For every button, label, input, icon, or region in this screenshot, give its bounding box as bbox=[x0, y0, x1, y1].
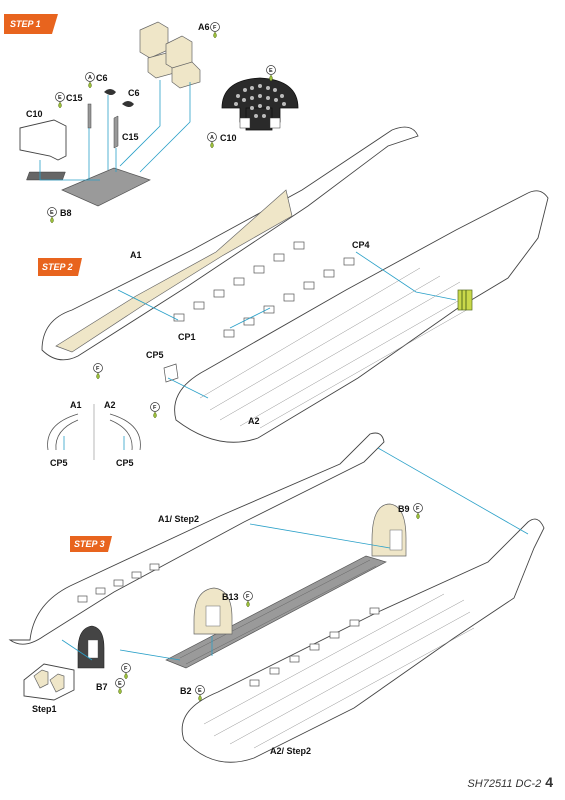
paint-code-f-a1: F bbox=[93, 363, 103, 380]
fuselage-half-a2 bbox=[174, 190, 549, 443]
label-b2: B2 bbox=[180, 686, 192, 696]
paint-code-f-b13: F bbox=[243, 591, 253, 608]
paint-code-e-b8: E bbox=[47, 207, 57, 224]
label-a2-detail: A2 bbox=[104, 400, 116, 410]
svg-text:E: E bbox=[198, 688, 202, 694]
svg-text:A: A bbox=[210, 135, 214, 141]
paint-code-e-panel: E bbox=[266, 65, 276, 82]
seat-a6 bbox=[139, 21, 201, 89]
part-b2-floor bbox=[165, 555, 387, 669]
paint-code-f-b9: F bbox=[413, 503, 423, 520]
step-1-banner bbox=[4, 14, 58, 34]
step-1-leaders bbox=[39, 80, 191, 181]
label-c15-a: C15 bbox=[66, 93, 83, 103]
label-cp5-a: CP5 bbox=[50, 458, 68, 468]
detail-a1-window: A1 CP5 bbox=[47, 400, 82, 468]
label-a2-step2: A2/ Step2 bbox=[270, 746, 311, 756]
label-c6-a: C6 bbox=[96, 73, 108, 83]
paint-striped-swatch bbox=[457, 289, 473, 311]
detail-a2-window: A2 CP5 bbox=[104, 400, 141, 468]
paint-code-a-c10: A bbox=[207, 132, 217, 149]
svg-text:F: F bbox=[96, 366, 100, 372]
step-3-section: STEP 3 A1/ Step2 B2 E B13 F bbox=[8, 432, 545, 763]
label-a1: A1 bbox=[130, 250, 142, 260]
label-c6-b: C6 bbox=[128, 88, 140, 98]
svg-text:E: E bbox=[58, 95, 62, 101]
label-step1-ref: Step1 bbox=[32, 704, 57, 714]
svg-text:F: F bbox=[213, 25, 217, 31]
step-2-section: STEP 2 A1 CP1 F bbox=[38, 126, 549, 468]
fuselage-a2-step2 bbox=[181, 518, 545, 763]
step-3-label: STEP 3 bbox=[74, 539, 105, 549]
step-3-leaders bbox=[61, 447, 529, 661]
part-c15-b bbox=[113, 115, 119, 149]
label-a2: A2 bbox=[248, 416, 260, 426]
a2-step2-windows bbox=[249, 607, 380, 687]
a2-step2-panel-lines bbox=[203, 593, 475, 749]
label-b7: B7 bbox=[96, 682, 108, 692]
svg-text:F: F bbox=[124, 666, 128, 672]
step-1-label: STEP 1 bbox=[10, 19, 41, 29]
svg-text:E: E bbox=[269, 68, 273, 74]
step-2-banner bbox=[38, 258, 82, 276]
paint-code-e-b7: E bbox=[115, 678, 125, 695]
label-cp5: CP5 bbox=[146, 350, 164, 360]
label-cp5-b: CP5 bbox=[116, 458, 134, 468]
paint-code-e-c15: E bbox=[55, 92, 65, 109]
part-c10 bbox=[19, 119, 67, 161]
svg-text:F: F bbox=[246, 594, 250, 600]
cockpit-step1-assembly bbox=[23, 663, 75, 701]
label-cp1: CP1 bbox=[178, 332, 196, 342]
a1-step2-windows bbox=[77, 563, 160, 603]
part-c15-a bbox=[87, 103, 92, 129]
page-number: 4 bbox=[545, 774, 553, 790]
paint-code-f-b7: F bbox=[121, 663, 131, 680]
part-cp5 bbox=[163, 363, 179, 383]
a2-panel-lines bbox=[199, 267, 471, 429]
step-2-label: STEP 2 bbox=[42, 262, 73, 272]
label-c10: C10 bbox=[26, 109, 43, 119]
interior-a1-cream bbox=[55, 189, 293, 353]
step-2-leaders bbox=[117, 251, 457, 399]
svg-text:E: E bbox=[118, 681, 122, 687]
paint-code-e-b2: E bbox=[195, 685, 205, 702]
label-b13: B13 bbox=[222, 592, 239, 602]
label-a6: A6 bbox=[198, 22, 210, 32]
kit-code: SH72511 DC-2 bbox=[467, 778, 542, 790]
part-b8-floor bbox=[61, 167, 151, 207]
label-c15-b: C15 bbox=[122, 132, 139, 142]
svg-text:F: F bbox=[416, 506, 420, 512]
step-3-banner bbox=[70, 536, 112, 552]
label-a1-step2: A1/ Step2 bbox=[158, 514, 199, 524]
part-c6-a bbox=[104, 89, 116, 95]
svg-text:F: F bbox=[153, 405, 157, 411]
label-a1-detail: A1 bbox=[70, 400, 82, 410]
label-cp4: CP4 bbox=[352, 240, 370, 250]
instrument-panel bbox=[221, 77, 299, 131]
paint-code-a-c6: A bbox=[85, 72, 95, 89]
a1-windows bbox=[173, 241, 305, 322]
a2-windows bbox=[223, 257, 355, 338]
paint-code-f-a2: F bbox=[150, 402, 160, 419]
svg-text:E: E bbox=[50, 210, 54, 216]
label-b8: B8 bbox=[60, 208, 72, 218]
svg-text:A: A bbox=[88, 75, 92, 81]
label-c10-panel: C10 bbox=[220, 133, 237, 143]
step-1-section: STEP 1 A6 F bbox=[4, 14, 299, 224]
label-b9: B9 bbox=[398, 504, 410, 514]
part-c6-b bbox=[122, 101, 134, 107]
paint-code-f-a6: F bbox=[210, 22, 220, 39]
